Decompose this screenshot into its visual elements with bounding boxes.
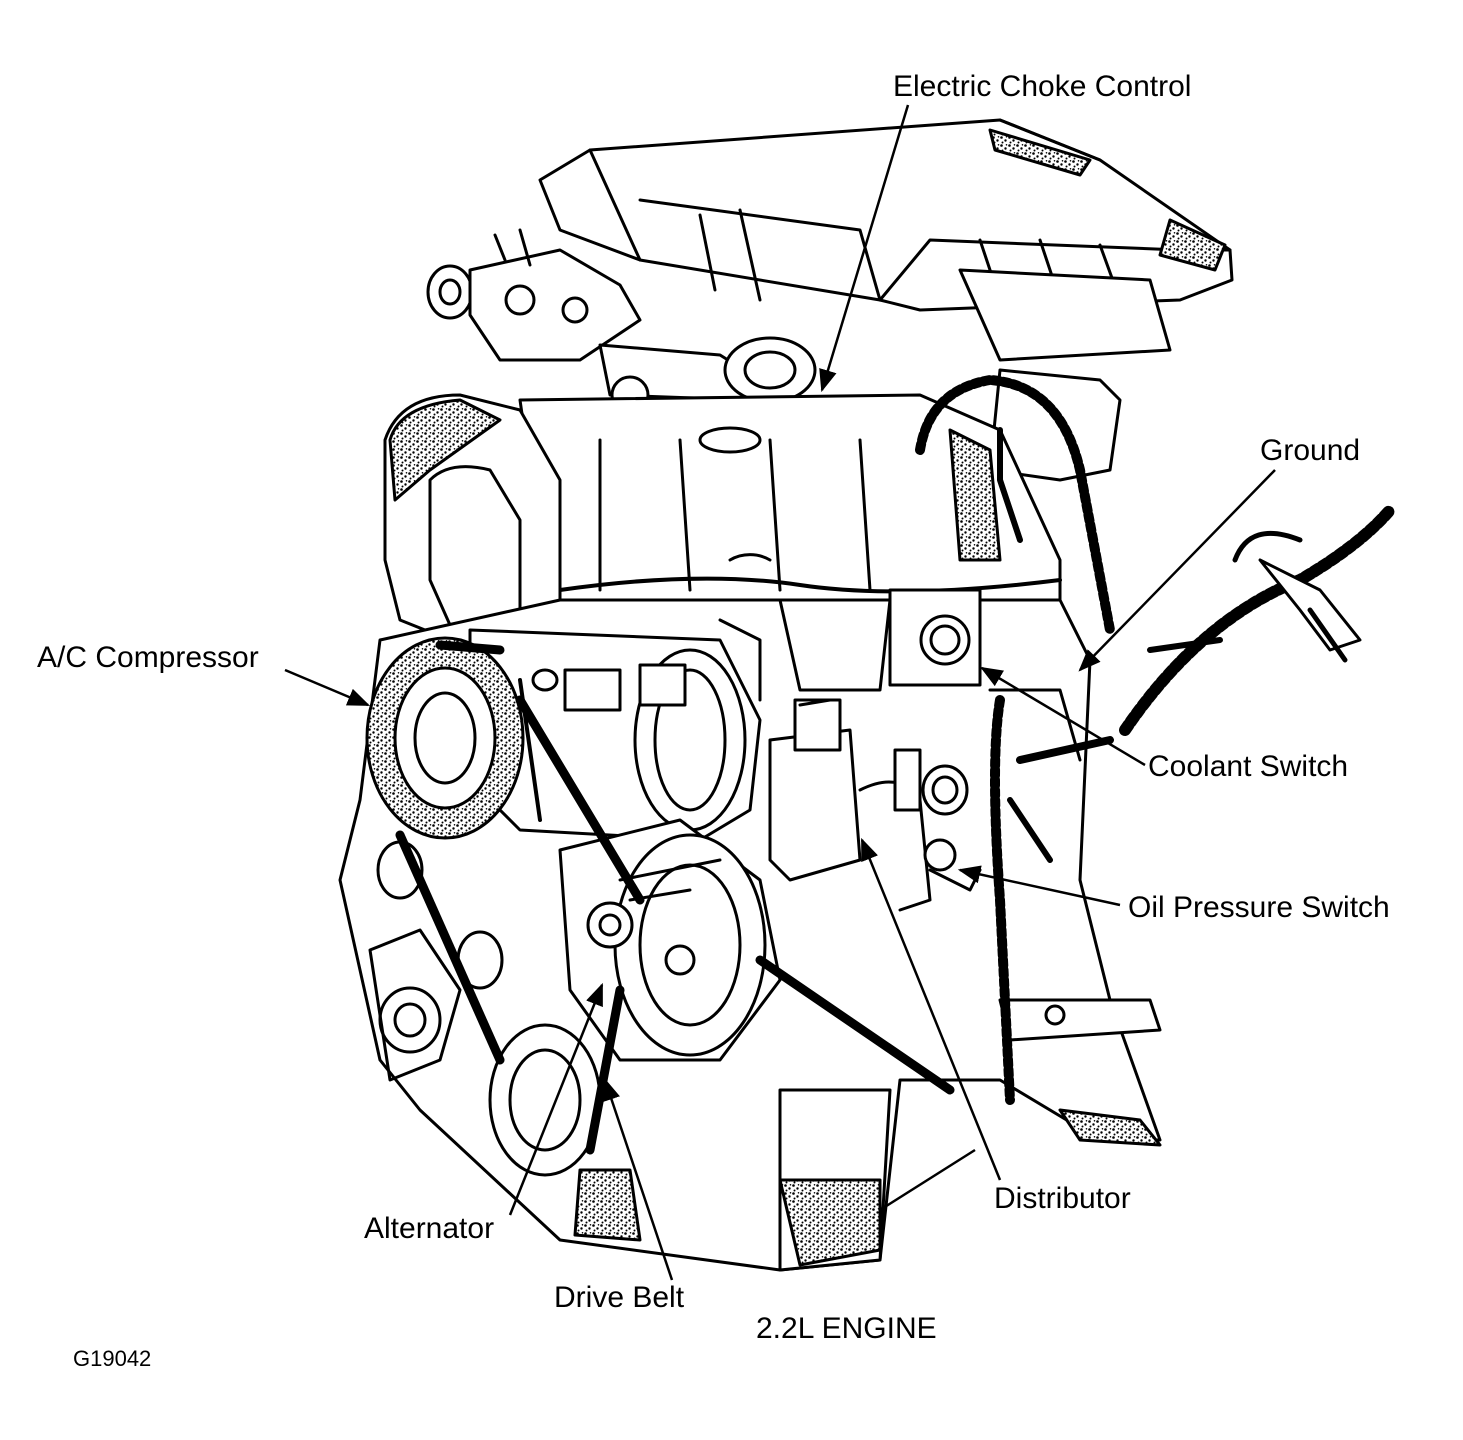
leader-coolant-switch <box>980 666 1146 767</box>
carburetor-linkage <box>426 228 817 415</box>
label-ground: Ground <box>1260 434 1361 467</box>
leader-ac-compressor <box>284 668 371 707</box>
label-distributor: Distributor <box>994 1182 1131 1215</box>
air-cleaner-housing <box>538 118 1234 482</box>
leader-ground <box>1078 469 1276 672</box>
figure-caption: 2.2L ENGINE <box>756 1312 937 1345</box>
label-alternator: Alternator <box>364 1212 495 1245</box>
ac-compressor-body <box>365 628 762 842</box>
leader-drive-belt <box>602 1077 674 1281</box>
drive-belt-path <box>395 640 955 1155</box>
label-drive-belt: Drive Belt <box>554 1281 685 1314</box>
leader-distributor <box>860 837 1002 1181</box>
leader-electric-choke-control <box>819 104 910 393</box>
engine-illustration <box>338 118 1396 1272</box>
cylinder-head <box>518 393 1062 602</box>
label-ac-compressor: A/C Compressor <box>37 641 259 674</box>
label-coolant-switch: Coolant Switch <box>1148 750 1349 783</box>
leader-lines <box>284 104 1276 1281</box>
leader-oil-pressure-switch <box>957 865 1121 907</box>
leader-alternator <box>508 982 604 1216</box>
figure-id: G19042 <box>73 1346 152 1371</box>
timing-belt-cover <box>383 393 562 642</box>
distributor <box>768 698 969 912</box>
label-electric-choke-control: Electric Choke Control <box>893 70 1192 103</box>
wiring-harness <box>915 375 1396 1105</box>
label-oil-pressure-switch: Oil Pressure Switch <box>1128 891 1390 924</box>
leader-distributor-oilpan <box>879 1148 976 1212</box>
